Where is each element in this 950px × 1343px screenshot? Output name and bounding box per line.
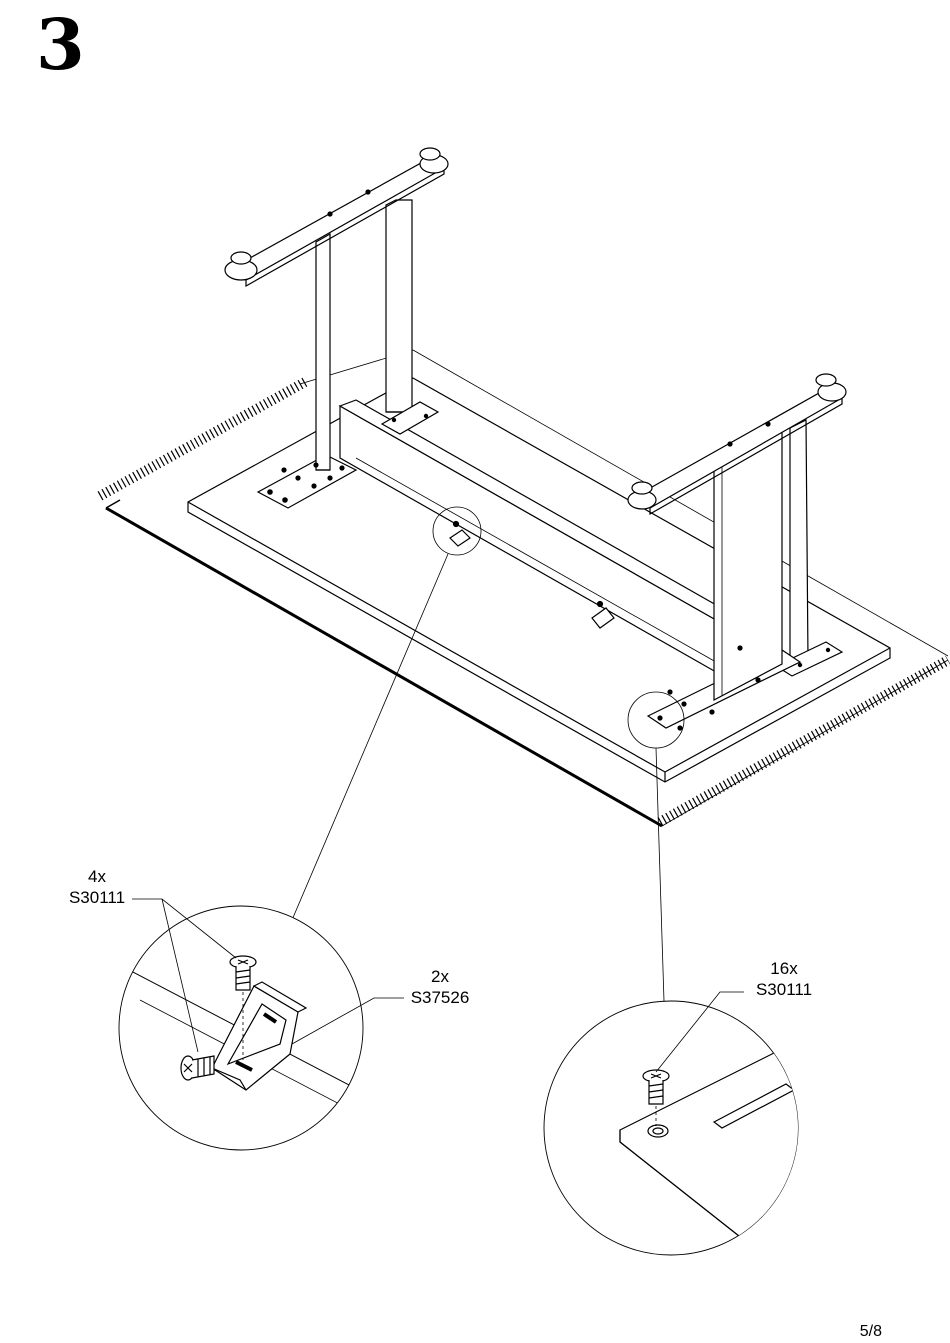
- foot-rail-left: [225, 148, 448, 286]
- quantity-label: 4x: [62, 866, 132, 887]
- quantity-label: 2x: [404, 966, 476, 987]
- detail-view-bracket: [110, 899, 404, 1150]
- page-number: 5/8: [860, 1323, 882, 1341]
- part-code-label: S37526: [404, 987, 476, 1008]
- callout-bracket-screws: 4x S30111: [62, 866, 132, 908]
- callout-bracket: 2x S37526: [404, 966, 476, 1008]
- quantity-label: 16x: [748, 958, 820, 979]
- detail-view-plate: [544, 992, 820, 1300]
- callout-plate-screws: 16x S30111: [748, 958, 820, 1000]
- part-code-label: S30111: [748, 979, 820, 1000]
- table-top: [188, 378, 890, 782]
- part-code-label: S30111: [62, 887, 132, 908]
